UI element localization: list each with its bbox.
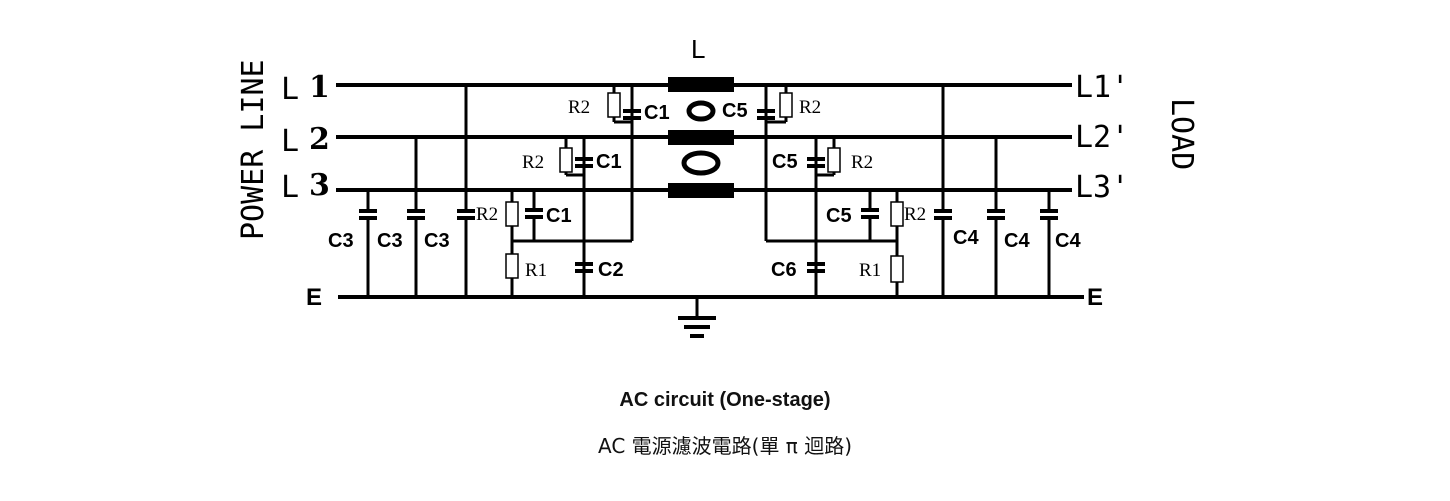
line2-in-label: L — [281, 124, 299, 159]
capacitor-c4-c — [1040, 190, 1058, 297]
capacitor-c4-a — [934, 85, 952, 297]
label-c3-a: C3 — [328, 230, 354, 252]
ground-icon — [678, 297, 716, 338]
label-r1-left: R1 — [525, 260, 547, 281]
load-label: LOAD — [1164, 98, 1199, 170]
label-c3-c: C3 — [424, 230, 450, 252]
label-c1-l3: C1 — [546, 205, 572, 227]
line1-in-number: 1 — [309, 70, 330, 105]
caption-english: AC circuit (One-stage) — [619, 389, 831, 411]
caption-chinese: AC 電源濾波電路(單 π 迴路) — [597, 434, 852, 458]
label-c2: C2 — [598, 259, 624, 281]
resistor-r2-r2 — [827, 147, 841, 173]
line2-in-number: 2 — [309, 122, 330, 157]
label-c4-b: C4 — [1004, 230, 1030, 252]
label-c5-l1: C5 — [722, 100, 748, 122]
label-c3-b: C3 — [377, 230, 403, 252]
capacitor-c3-c — [457, 85, 475, 297]
earth-in-label: E — [306, 284, 322, 311]
line3-out-label: L3' — [1075, 170, 1129, 205]
capacitor-c3-b — [407, 137, 425, 297]
capacitor-c3-a — [359, 190, 377, 297]
resistor-r1-right — [890, 255, 904, 283]
choke-winding-2 — [668, 130, 734, 145]
choke-core-icon — [686, 100, 716, 122]
resistor-r2-r1 — [779, 92, 793, 118]
label-c1-l1: C1 — [644, 102, 670, 124]
label-r2-r3: R2 — [904, 204, 926, 225]
resistor-r2-l1 — [607, 92, 621, 118]
resistor-r1-left — [505, 253, 519, 279]
label-r2-r1: R2 — [799, 97, 821, 118]
label-c4-a: C4 — [953, 227, 979, 249]
choke-label: L — [691, 34, 705, 64]
choke-winding-3 — [668, 183, 734, 198]
line3-in-label: L — [281, 170, 299, 205]
choke-core-icon — [681, 150, 721, 176]
resistor-r2-l2 — [559, 147, 573, 173]
label-r1-right: R1 — [859, 260, 881, 281]
power-line-label: POWER LINE — [236, 59, 271, 240]
label-r2-l3: R2 — [476, 204, 498, 225]
resistor-r2-r3 — [890, 201, 904, 227]
label-c6: C6 — [771, 259, 797, 281]
capacitor-c4-b — [987, 137, 1005, 297]
label-r2-l2: R2 — [522, 152, 544, 173]
label-c5-l3: C5 — [826, 205, 852, 227]
resistor-r2-l3 — [505, 201, 519, 227]
label-r2-l1: R2 — [568, 97, 590, 118]
earth-out-label: E — [1087, 284, 1103, 311]
line3-in-number: 3 — [309, 168, 330, 203]
label-c1-l2: C1 — [596, 151, 622, 173]
label-r2-r2: R2 — [851, 152, 873, 173]
line1-out-label: L1' — [1075, 70, 1129, 105]
line1-in-label: L — [281, 72, 299, 107]
label-c5-l2: C5 — [772, 151, 798, 173]
label-c4-c: C4 — [1055, 230, 1081, 252]
line2-out-label: L2' — [1075, 120, 1129, 155]
choke-winding-1 — [668, 77, 734, 92]
